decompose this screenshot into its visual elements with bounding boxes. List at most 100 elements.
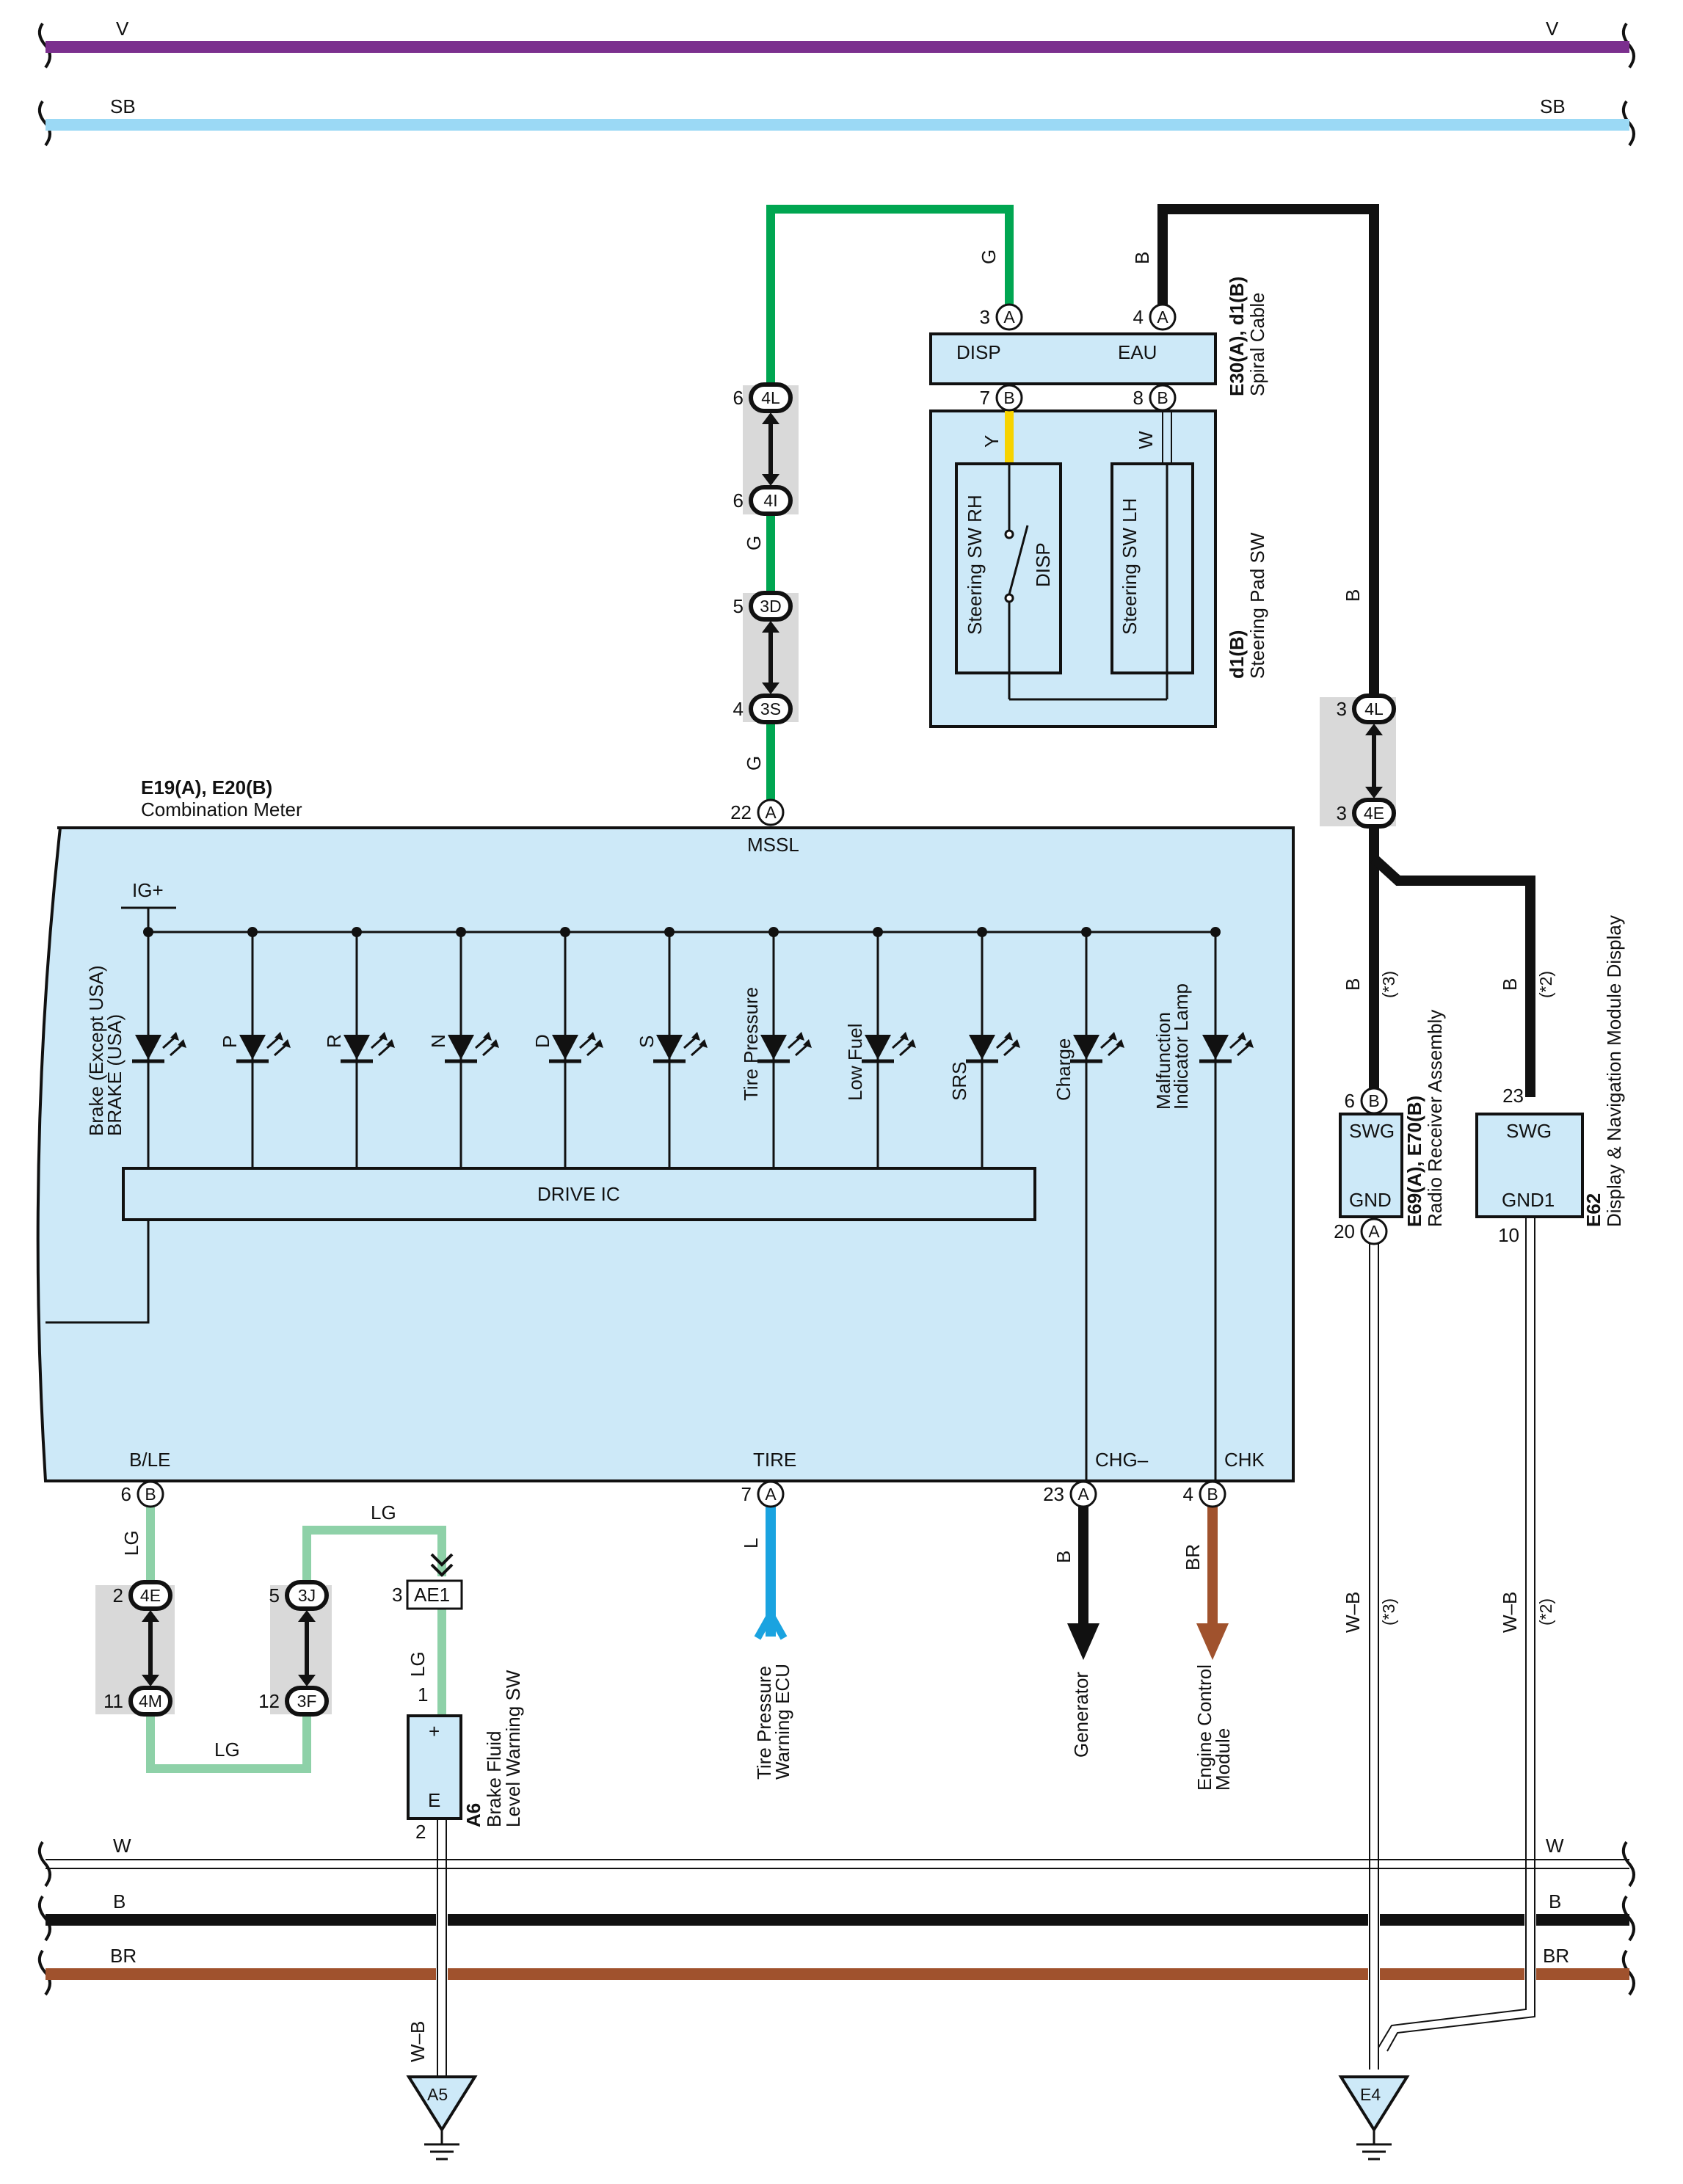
connector-pin: 6 — [121, 1483, 131, 1505]
lg-wire-group: LG LG LG LG — [95, 1494, 446, 1773]
steering-pad-name: Steering Pad SW — [1246, 532, 1268, 679]
ae1-connector — [406, 1579, 463, 1610]
brake-lamp-label-1: Brake (Except USA) — [85, 965, 107, 1136]
lamp-6: Tire Pressure — [740, 927, 812, 1168]
connector-letter: B — [1207, 1485, 1218, 1504]
joint-3j-3f — [298, 1610, 316, 1686]
nav-ground-wire-r — [1386, 1218, 1535, 2052]
joint-arrow-up — [1365, 724, 1383, 735]
radio-swg: SWG — [1349, 1120, 1395, 1142]
led-ray-head-2 — [1116, 1039, 1124, 1048]
connector-circle — [757, 798, 785, 826]
connector-circle — [1360, 1217, 1388, 1245]
wire-v-label-left: V — [116, 18, 129, 40]
crossing-gap-radio-b — [1368, 1908, 1380, 1932]
connector-letter: A — [1157, 307, 1168, 327]
connector-pin: 6 — [1345, 1090, 1355, 1112]
led-triangle — [343, 1035, 370, 1060]
connector-circle — [137, 1480, 164, 1508]
nav-wire-note: (*2) — [1536, 971, 1555, 998]
connector-circle — [757, 1480, 785, 1508]
led-ray-head-2 — [1011, 1039, 1020, 1048]
connector-circle — [1069, 1480, 1097, 1508]
joint-arrow-down — [142, 1675, 159, 1686]
lamp-label: R — [323, 1034, 345, 1048]
conn-meter-chg: A23 — [1043, 1480, 1097, 1508]
meter-name: Combination Meter — [141, 798, 302, 820]
connector-pin: 5 — [733, 595, 744, 617]
spiral-terminal-eau: EAU — [1118, 341, 1157, 363]
led-triangle — [239, 1035, 266, 1060]
wire-l-arrow — [754, 1606, 788, 1640]
wire-br-ecm-arrow — [1196, 1623, 1229, 1660]
radio-ground-wire-label: W–B — [1342, 1592, 1364, 1633]
connector-pin: 11 — [103, 1690, 123, 1712]
conn-meter-mssl: A22 — [730, 798, 785, 826]
led-triangle — [865, 1035, 891, 1060]
led-ray-head-1 — [1004, 1032, 1013, 1041]
connector-pin: 5 — [269, 1584, 280, 1606]
joint-arrow-up — [298, 1610, 316, 1622]
lamp-1: P — [219, 927, 291, 1168]
crossing-gap-nav-b — [1524, 1908, 1536, 1932]
connector-pin: 22 — [730, 801, 752, 823]
nav-ref: E62 — [1582, 1193, 1604, 1227]
radio-gnd: GND — [1349, 1189, 1392, 1211]
wire-w-label-right: W — [1546, 1835, 1564, 1857]
wire-g-label-mid: G — [743, 536, 765, 550]
led-ray-head-1 — [483, 1032, 492, 1041]
conn-4i: 4I6 — [733, 485, 793, 516]
lamp-label: P — [219, 1035, 241, 1048]
ground-a5: A5 — [406, 2075, 478, 2161]
lamp-label: SRS — [948, 1062, 970, 1101]
nav-pin-gnd: 10 — [1498, 1224, 1519, 1246]
brake-fluid-box — [407, 1714, 462, 1820]
tire-dest-1: Tire Pressure — [753, 1666, 775, 1780]
wire-b-eau — [1157, 204, 1379, 1093]
conn-3d: 3D 5 — [733, 591, 793, 622]
crossing-gap-radio-br — [1368, 1962, 1380, 1986]
lamp-0 — [132, 927, 186, 1168]
brake-lamp-return — [46, 1220, 150, 1324]
led-triangle — [1202, 1035, 1229, 1060]
ground-a5-triangle — [406, 2075, 478, 2133]
lamp-label: Charge — [1053, 1038, 1075, 1101]
led-ray-head-2 — [178, 1039, 186, 1048]
lamp-9: Charge — [1053, 927, 1124, 1481]
joint-arrow-up — [762, 621, 779, 633]
connector-pill — [749, 694, 793, 724]
connector-code: 3D — [760, 597, 781, 616]
lamp-2: R — [323, 927, 395, 1168]
generator-dest: Generator — [1070, 1672, 1092, 1758]
connector-pin: 12 — [258, 1690, 280, 1712]
connector-code: 4E — [1364, 804, 1384, 823]
lamp-label: S — [636, 1035, 658, 1048]
terminal-chg: CHG– — [1095, 1449, 1149, 1471]
led-ray-head-1 — [900, 1032, 909, 1041]
wire-g-label-low: G — [743, 756, 765, 771]
wire-b-label-right: B — [1549, 1890, 1561, 1912]
radio-name: Radio Receiver Assembly — [1424, 1010, 1446, 1227]
ground-e4-label: E4 — [1360, 2085, 1381, 2104]
connector-letter: A — [765, 1485, 777, 1504]
steering-sw-rh-label: Steering SW RH — [964, 495, 986, 635]
nav-box — [1475, 1113, 1584, 1218]
connector-circle — [995, 303, 1023, 331]
joint-arrow-down — [298, 1675, 316, 1686]
conn-spiral-7b: B7 — [980, 384, 1023, 412]
spiral-ref: E30(A), d1(B) — [1226, 277, 1248, 396]
top-bus: V V SB SB — [37, 18, 1635, 147]
wire-b-split-nav — [1370, 854, 1535, 1097]
terminal-tire: TIRE — [753, 1449, 796, 1471]
wire-lg-label-top: LG — [120, 1530, 142, 1556]
joint-arrow-down — [762, 682, 779, 694]
steering-sw-lh-box — [1111, 462, 1194, 674]
switch-disp-label: DISP — [1032, 542, 1054, 587]
conn-radio-swg: B6 — [1345, 1087, 1388, 1115]
meter-ig-label: IG+ — [132, 879, 164, 901]
ecm-dest-1: Engine Control — [1193, 1664, 1215, 1791]
wire-w-label-left: W — [113, 1835, 131, 1857]
conn-spiral-3a: A3 — [980, 303, 1023, 331]
conn-spiral-4a: A4 — [1133, 303, 1177, 331]
